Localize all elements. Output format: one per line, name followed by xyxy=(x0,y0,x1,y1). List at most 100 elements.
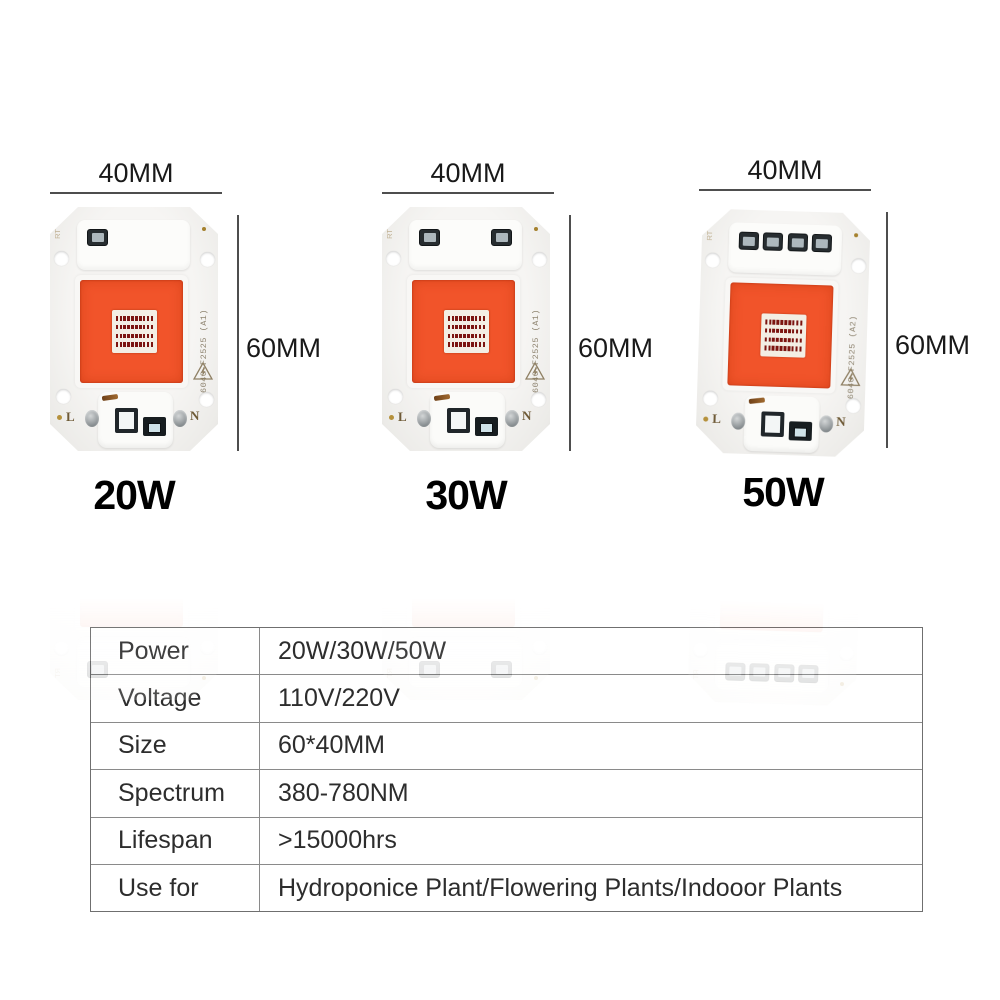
solder-dot xyxy=(534,227,538,231)
spec-label: Voltage xyxy=(91,675,260,722)
led-emitter-frame xyxy=(407,275,520,388)
led-die xyxy=(474,342,478,347)
spec-value: 60*40MM xyxy=(278,731,385,760)
led-die xyxy=(776,346,779,351)
led-chip-photo: RT 6040-F2525 (A1) xyxy=(50,207,218,451)
table-row: Voltage 110V/220V xyxy=(91,674,922,722)
ic-component xyxy=(87,229,108,246)
led-die xyxy=(780,329,783,334)
led-die xyxy=(451,333,455,339)
led-die xyxy=(139,324,142,330)
ic-window xyxy=(767,237,779,246)
led-die xyxy=(447,316,451,321)
terminal-n: N xyxy=(836,413,846,430)
led-die xyxy=(142,324,146,330)
led-die xyxy=(139,316,142,321)
rivet xyxy=(85,410,99,427)
led-die xyxy=(463,342,466,347)
led-die xyxy=(459,316,462,321)
spec-value: >15000hrs xyxy=(278,826,397,855)
led-emitter-surface xyxy=(80,280,183,383)
height-dimension-label: 60MM xyxy=(578,333,654,363)
led-die xyxy=(784,346,787,351)
mounting-hole xyxy=(388,389,403,404)
mounting-hole xyxy=(531,392,546,407)
table-row: Size 60*40MM xyxy=(91,721,922,770)
led-die xyxy=(459,333,462,339)
mounting-hole xyxy=(703,391,718,406)
led-die xyxy=(796,329,799,334)
led-die xyxy=(447,342,451,347)
driver-block-bottom xyxy=(743,395,820,453)
ic-window xyxy=(495,233,508,242)
ic-component xyxy=(143,417,166,436)
terminal-l-label: L xyxy=(66,409,75,424)
led-die xyxy=(471,333,474,339)
flux-smudge xyxy=(101,393,119,402)
ic-component xyxy=(475,417,498,436)
led-die xyxy=(123,316,126,321)
led-die xyxy=(777,320,780,325)
ic-component xyxy=(812,234,833,253)
pcb-board: RT 6040-F2525 (A2) xyxy=(695,208,871,457)
solder-dot xyxy=(389,414,394,420)
led-die xyxy=(119,333,123,339)
led-die xyxy=(131,342,134,347)
width-dimension-label: 40MM xyxy=(430,158,506,188)
led-die xyxy=(139,342,142,347)
led-die xyxy=(764,337,767,342)
led-die xyxy=(135,342,138,347)
led-die xyxy=(455,333,458,339)
led-die xyxy=(142,342,146,347)
terminal-l: L xyxy=(57,409,75,425)
terminal-l-label: L xyxy=(398,409,407,424)
wattage-label: 50W xyxy=(742,469,824,515)
rivet xyxy=(417,410,431,427)
led-die xyxy=(773,320,776,325)
led-die xyxy=(459,342,462,347)
led-die xyxy=(781,320,784,325)
led-die xyxy=(451,324,455,330)
terminal-l: L xyxy=(389,409,407,425)
led-die xyxy=(115,342,119,347)
led-die xyxy=(150,324,154,330)
flux-smudge xyxy=(433,393,451,402)
led-die xyxy=(474,333,478,339)
ic-window xyxy=(423,233,436,242)
led-die xyxy=(768,337,771,342)
led-die xyxy=(482,342,486,347)
high-voltage-warning-icon xyxy=(840,367,861,388)
ic-window xyxy=(794,427,807,437)
width-dimension-line xyxy=(382,192,554,194)
led-die xyxy=(146,342,150,347)
led-die xyxy=(471,342,474,347)
led-die xyxy=(796,338,799,343)
led-die xyxy=(792,338,795,343)
led-die xyxy=(455,324,458,330)
led-die xyxy=(776,329,779,334)
solder-dot xyxy=(202,227,206,231)
led-die xyxy=(784,329,787,334)
height-dimension-line xyxy=(237,215,239,451)
spec-value: Hydroponice Plant/Flowering Plants/Indoo… xyxy=(278,873,843,902)
led-die xyxy=(799,347,802,352)
led-die xyxy=(482,316,486,321)
ic-component xyxy=(761,411,785,437)
mounting-hole xyxy=(199,392,214,407)
spec-value: 20W/30W/50W xyxy=(278,636,447,665)
ic-component xyxy=(787,233,808,252)
ic-components-row xyxy=(77,220,190,270)
led-chip-photo: RT 6040-F2525 (A2) xyxy=(695,208,871,457)
led-die xyxy=(142,333,146,339)
led-die xyxy=(765,320,768,325)
width-dimension-line xyxy=(50,192,222,194)
led-die xyxy=(127,316,130,321)
led-emitter-frame xyxy=(75,275,188,388)
product-figure: 40MM 60MM RT xyxy=(50,156,321,528)
wattage-label: 20W xyxy=(93,472,175,518)
high-voltage-warning-icon xyxy=(193,361,213,380)
ic-window xyxy=(148,423,161,433)
led-die xyxy=(792,329,795,334)
led-die xyxy=(150,316,154,321)
led-die xyxy=(800,338,803,343)
